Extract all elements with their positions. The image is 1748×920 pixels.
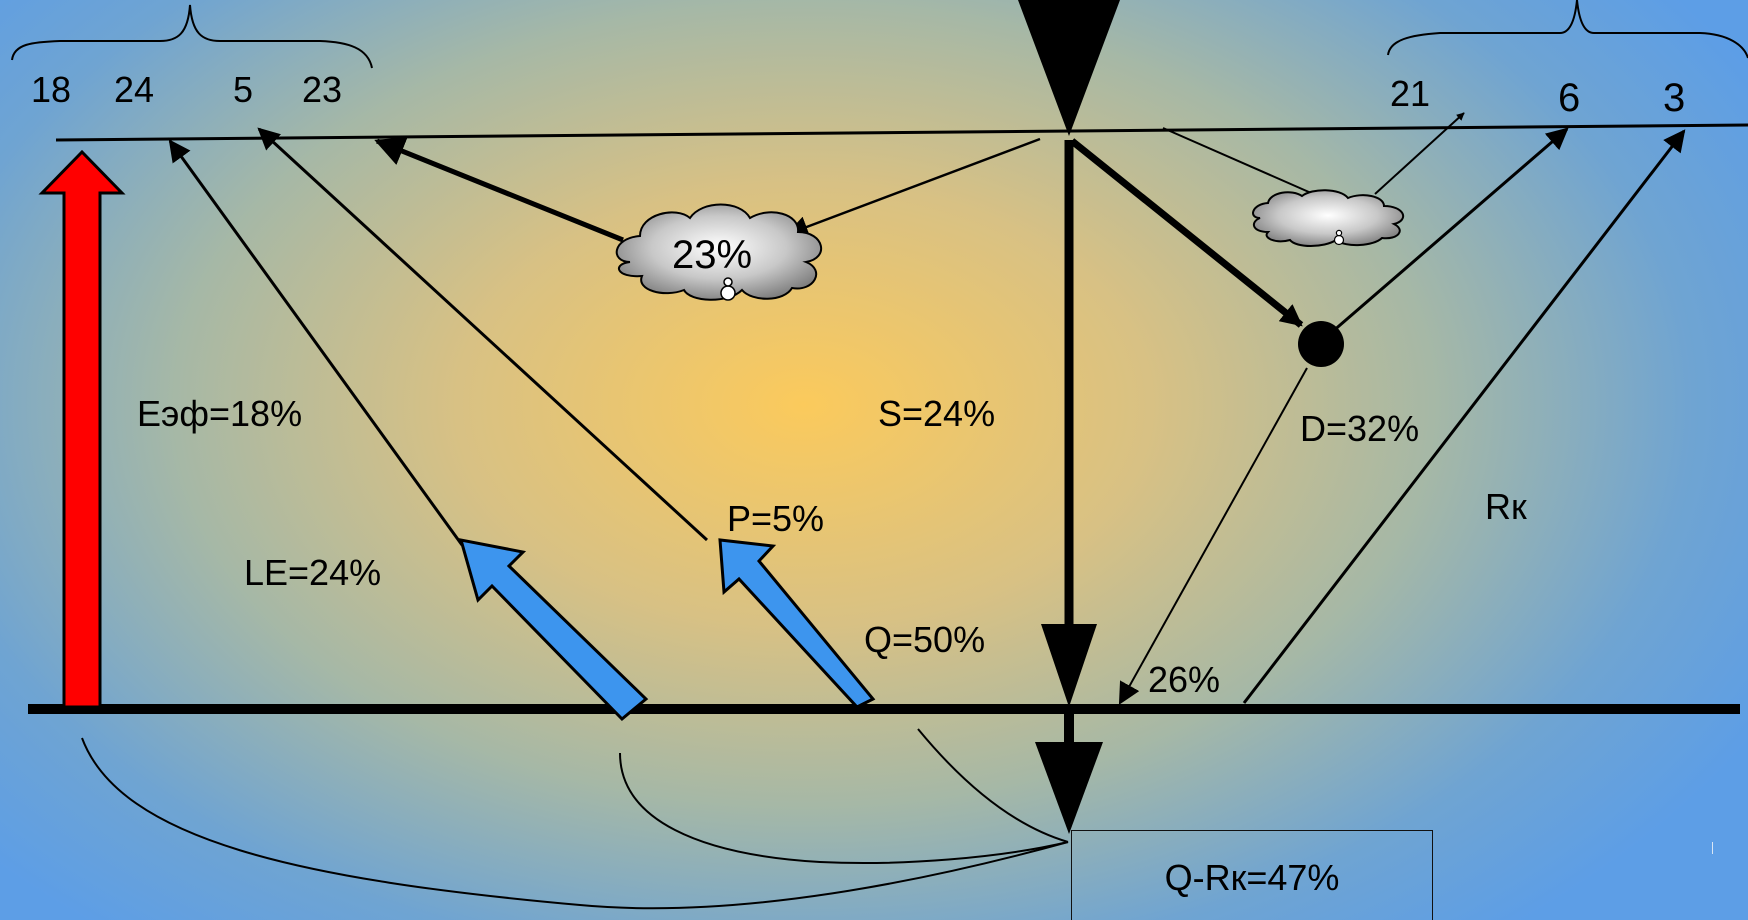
reflected-radiation-label: Rк — [1485, 486, 1527, 527]
surface-reflected-label: 26% — [1148, 659, 1221, 700]
turbulent-heat-curve — [917, 728, 1069, 843]
diffuse-radiation-label: D=32% — [1300, 408, 1420, 449]
effective-radiation-arrow — [38, 149, 126, 709]
total-radiation-label: Q=50% — [864, 619, 986, 660]
cloud-percentage-label: 23% — [672, 233, 753, 277]
turbulent-heat-arrow — [718, 538, 876, 709]
top-left-brace — [11, 4, 373, 69]
label-top-3: 3 — [1663, 76, 1686, 120]
reflected-radiation-arrow — [1242, 129, 1686, 704]
direct-radiation-label: S=24% — [878, 393, 996, 434]
effective-radiation-curve — [81, 737, 1069, 910]
turbulent-heat-label: P=5% — [727, 498, 825, 539]
latent-heat-label: LE=24% — [244, 552, 382, 593]
label-top-18: 18 — [31, 69, 72, 110]
top-right-brace — [1387, 0, 1748, 59]
absorbed-radiation-box: Q-Rк=47% — [1071, 830, 1433, 920]
cloud-icon — [1252, 189, 1405, 247]
label-top-21: 21 — [1390, 73, 1431, 114]
incoming-radiation-triangle — [1018, 0, 1120, 136]
latent-heat-curve — [619, 752, 1069, 865]
right-cloud-incoming-line — [1162, 127, 1319, 197]
slide-marker — [1712, 842, 1713, 854]
turbulent-heat-upper-arrow — [257, 127, 709, 542]
label-top-5: 5 — [233, 69, 254, 110]
left-cloud-outgoing-arrow — [374, 137, 624, 243]
diffuse-radiation-arrow — [1118, 367, 1308, 705]
effective-radiation-label: Eэф=18% — [137, 393, 303, 434]
left-cloud-incoming-arrow — [785, 137, 1041, 238]
label-top-23: 23 — [302, 69, 343, 110]
right-cloud-outgoing-arrow — [1374, 112, 1465, 195]
atmosphere-boundary-line — [55, 123, 1748, 142]
sun-droplet-icon — [720, 229, 1345, 301]
label-top-24: 24 — [114, 69, 155, 110]
cloud-icon — [615, 203, 823, 301]
direct-radiation-arrowhead — [1041, 624, 1097, 707]
latent-heat-arrow — [458, 538, 649, 722]
absorbed-arrowhead — [1035, 742, 1103, 834]
absorbed-radiation-label: Q-Rк=47% — [1164, 856, 1340, 898]
latent-heat-upper-arrow — [168, 139, 464, 546]
scattered-to-space-arrow — [1331, 127, 1569, 334]
scattered-radiation-arrow — [1069, 138, 1304, 328]
label-top-6: 6 — [1558, 76, 1581, 120]
